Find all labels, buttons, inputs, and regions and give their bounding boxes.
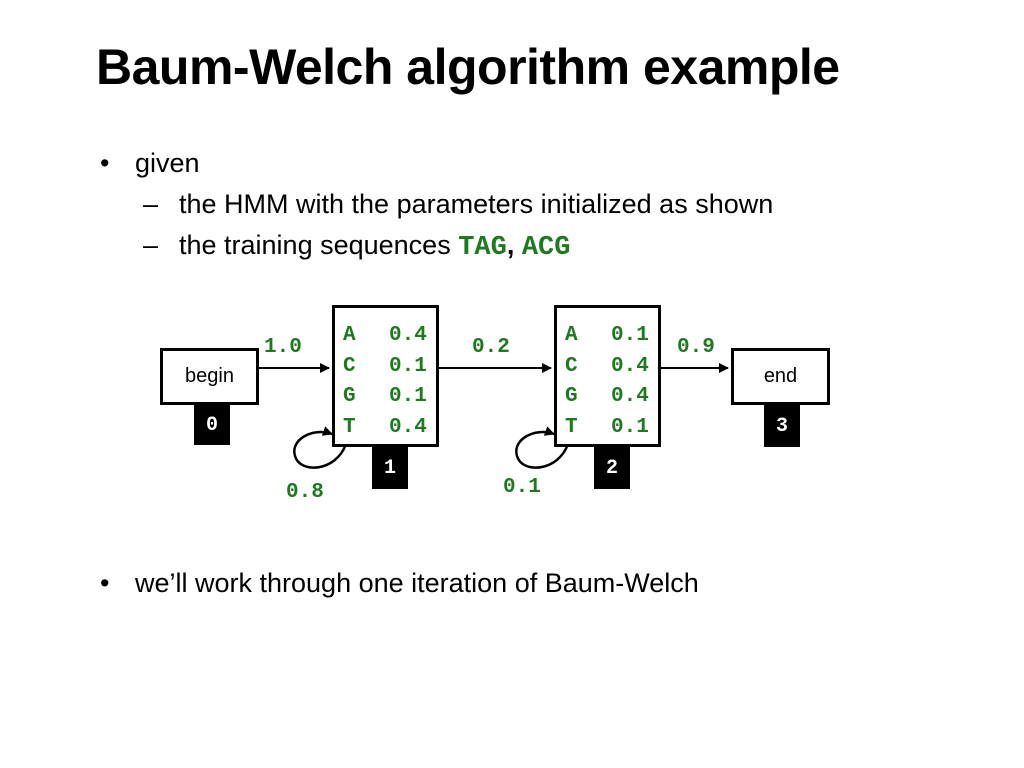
- emission-prob: 0.1: [389, 385, 427, 408]
- sub-bullet-sequences-text: the training sequences TAG, ACG: [179, 230, 570, 263]
- end-state-id: 3: [764, 405, 800, 447]
- begin-state-box: begin: [160, 348, 259, 405]
- emission-row: G 0.4: [565, 382, 658, 413]
- self-loop-1-prob: 0.8: [286, 481, 324, 504]
- state-1-box: A 0.4 C 0.1 G 0.1 T 0.4: [332, 305, 439, 447]
- sequences-prefix: the training sequences: [179, 230, 459, 260]
- emission-symbol: G: [565, 385, 578, 408]
- state-2-box: A 0.1 C 0.4 G 0.4 T 0.1: [554, 305, 661, 447]
- emission-prob: 0.4: [389, 324, 427, 347]
- transition-begin-to-1: 1.0: [264, 336, 302, 359]
- emission-symbol: C: [565, 354, 578, 378]
- state-2-id: 2: [594, 447, 630, 489]
- sub-bullet-hmm-text: the HMM with the parameters initialized …: [179, 189, 774, 219]
- emission-symbol: G: [343, 385, 356, 408]
- dash-marker: –: [143, 189, 159, 219]
- end-state-name: end: [763, 365, 798, 387]
- sequence-acg: ACG: [521, 233, 571, 263]
- state-1-id: 1: [372, 447, 408, 489]
- self-loop-1: [293, 426, 348, 469]
- emission-prob: 0.1: [389, 354, 427, 378]
- emission-symbol: T: [565, 415, 578, 439]
- emission-prob: 0.4: [611, 354, 649, 378]
- bullet-marker: •: [100, 568, 110, 598]
- emission-symbol: A: [343, 324, 356, 347]
- emission-symbol: T: [343, 415, 356, 439]
- emission-row: G 0.1: [343, 382, 436, 413]
- self-loop-2: [515, 426, 570, 469]
- bullet-given-text: given: [135, 148, 200, 178]
- emission-row: T 0.4: [343, 413, 436, 444]
- begin-state-id: 0: [194, 405, 230, 445]
- dash-marker: –: [143, 230, 159, 260]
- emission-row: A 0.4: [343, 321, 436, 352]
- sequence-comma: ,: [506, 230, 515, 260]
- emission-row: A 0.1: [565, 321, 658, 352]
- emission-prob: 0.1: [611, 415, 649, 439]
- emission-prob: 0.4: [389, 415, 427, 439]
- begin-state-name: begin: [185, 365, 234, 387]
- sequence-tag: TAG: [458, 233, 507, 263]
- emission-row: C 0.4: [565, 352, 658, 383]
- emission-row: C 0.1: [343, 352, 436, 383]
- bullet-iterate-text: we’ll work through one iteration of Baum…: [135, 568, 699, 598]
- emission-prob: 0.1: [611, 324, 649, 347]
- end-state-box: end: [731, 348, 830, 405]
- emission-symbol: C: [343, 354, 356, 378]
- transition-2-to-end: 0.9: [677, 336, 715, 359]
- bullet-marker: •: [100, 148, 110, 178]
- slide-title: Baum-Welch algorithm example: [96, 39, 840, 95]
- self-loop-2-prob: 0.1: [503, 476, 541, 499]
- emission-row: T 0.1: [565, 413, 658, 444]
- transition-1-to-2: 0.2: [472, 336, 510, 359]
- emission-symbol: A: [565, 324, 578, 347]
- emission-prob: 0.4: [611, 385, 649, 408]
